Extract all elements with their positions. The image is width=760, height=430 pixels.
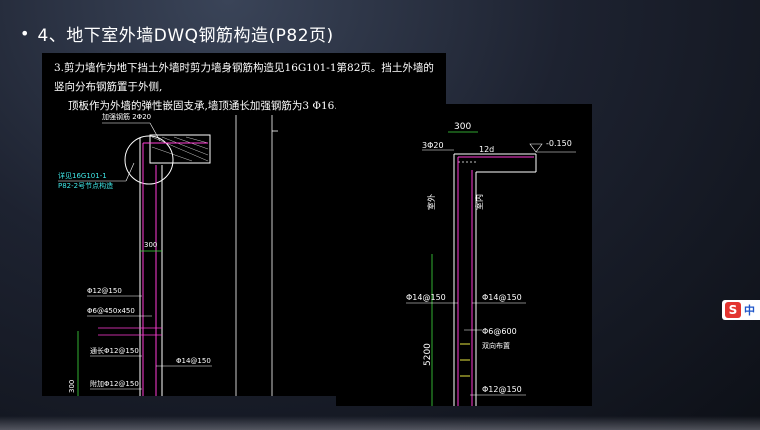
- leader-line: [125, 162, 135, 182]
- note-line-2: 顶板作为外墙的弹性嵌固支承,墙顶通长加强钢筋为3 Φ16.: [68, 100, 338, 112]
- right-cad-svg: 300 3Φ20 12d -0.150 室外 室内 5200 Φ: [406, 122, 576, 406]
- slide-title-row: • 4、地下室外墙DWQ钢筋构造(P82页): [20, 18, 334, 48]
- rebar-bottom: Φ12@150: [482, 385, 522, 394]
- ime-indicator[interactable]: S 中: [722, 300, 760, 320]
- rebar-label-a: Φ12@150: [87, 287, 122, 295]
- tie-label: Φ6@600: [482, 327, 517, 336]
- dim-bottom: 300: [68, 380, 76, 393]
- label-outside: 室外: [426, 194, 436, 210]
- slide-title: 4、地下室外墙DWQ钢筋构造(P82页): [37, 25, 334, 46]
- drawing-note: 3.剪力墙作为地下挡土外墙时剪力墙身钢筋构造见16G101-1第82页。挡土外墙…: [54, 59, 444, 116]
- elevation-marker: [529, 143, 543, 153]
- leader-line: [149, 122, 161, 142]
- dim-height: 5200: [423, 343, 433, 366]
- label-add: 附加Φ12@150: [90, 379, 139, 388]
- label-top-bar: 3Φ20: [422, 141, 444, 150]
- detail-circle: [124, 135, 174, 185]
- label-strengthen: 加强钢筋 2Φ20: [102, 112, 151, 121]
- label-inside: 室内: [474, 194, 484, 210]
- tie-note: 双向布置: [482, 341, 510, 350]
- label-lap: 12d: [479, 145, 494, 154]
- left-cad-svg: 加强钢筋 2Φ20 详见16G101-1 P82-2号节点构造 300 Φ12@…: [58, 112, 278, 396]
- slab-hatch: [161, 136, 209, 156]
- dim-300: 300: [144, 241, 157, 249]
- slab-hatch: [185, 136, 209, 144]
- slab-outline: [149, 134, 211, 164]
- rebar-label-c: Φ14@150: [176, 357, 211, 365]
- rebar-right: Φ14@150: [482, 293, 522, 302]
- rebar-label-b: Φ6@450x450: [87, 307, 135, 315]
- label-dist: 通长Φ12@150: [90, 346, 139, 355]
- label-ref-2: P82-2号节点构造: [58, 181, 113, 190]
- rebar-left: Φ14@150: [406, 293, 446, 302]
- right-cad-drawing[interactable]: 300 3Φ20 12d -0.150 室外 室内 5200 Φ: [336, 104, 592, 406]
- sogou-logo-icon: S: [725, 302, 741, 318]
- note-line-1: 3.剪力墙作为地下挡土外墙时剪力墙身钢筋构造见16G101-1第82页。挡土外墙…: [54, 62, 434, 93]
- elevation: -0.150: [546, 139, 572, 148]
- title-bullet: •: [20, 23, 30, 43]
- ime-mode: 中: [744, 304, 755, 317]
- dim-300: 300: [454, 122, 471, 132]
- label-ref-1: 详见16G101-1: [58, 171, 107, 180]
- slab-hatch: [151, 136, 209, 162]
